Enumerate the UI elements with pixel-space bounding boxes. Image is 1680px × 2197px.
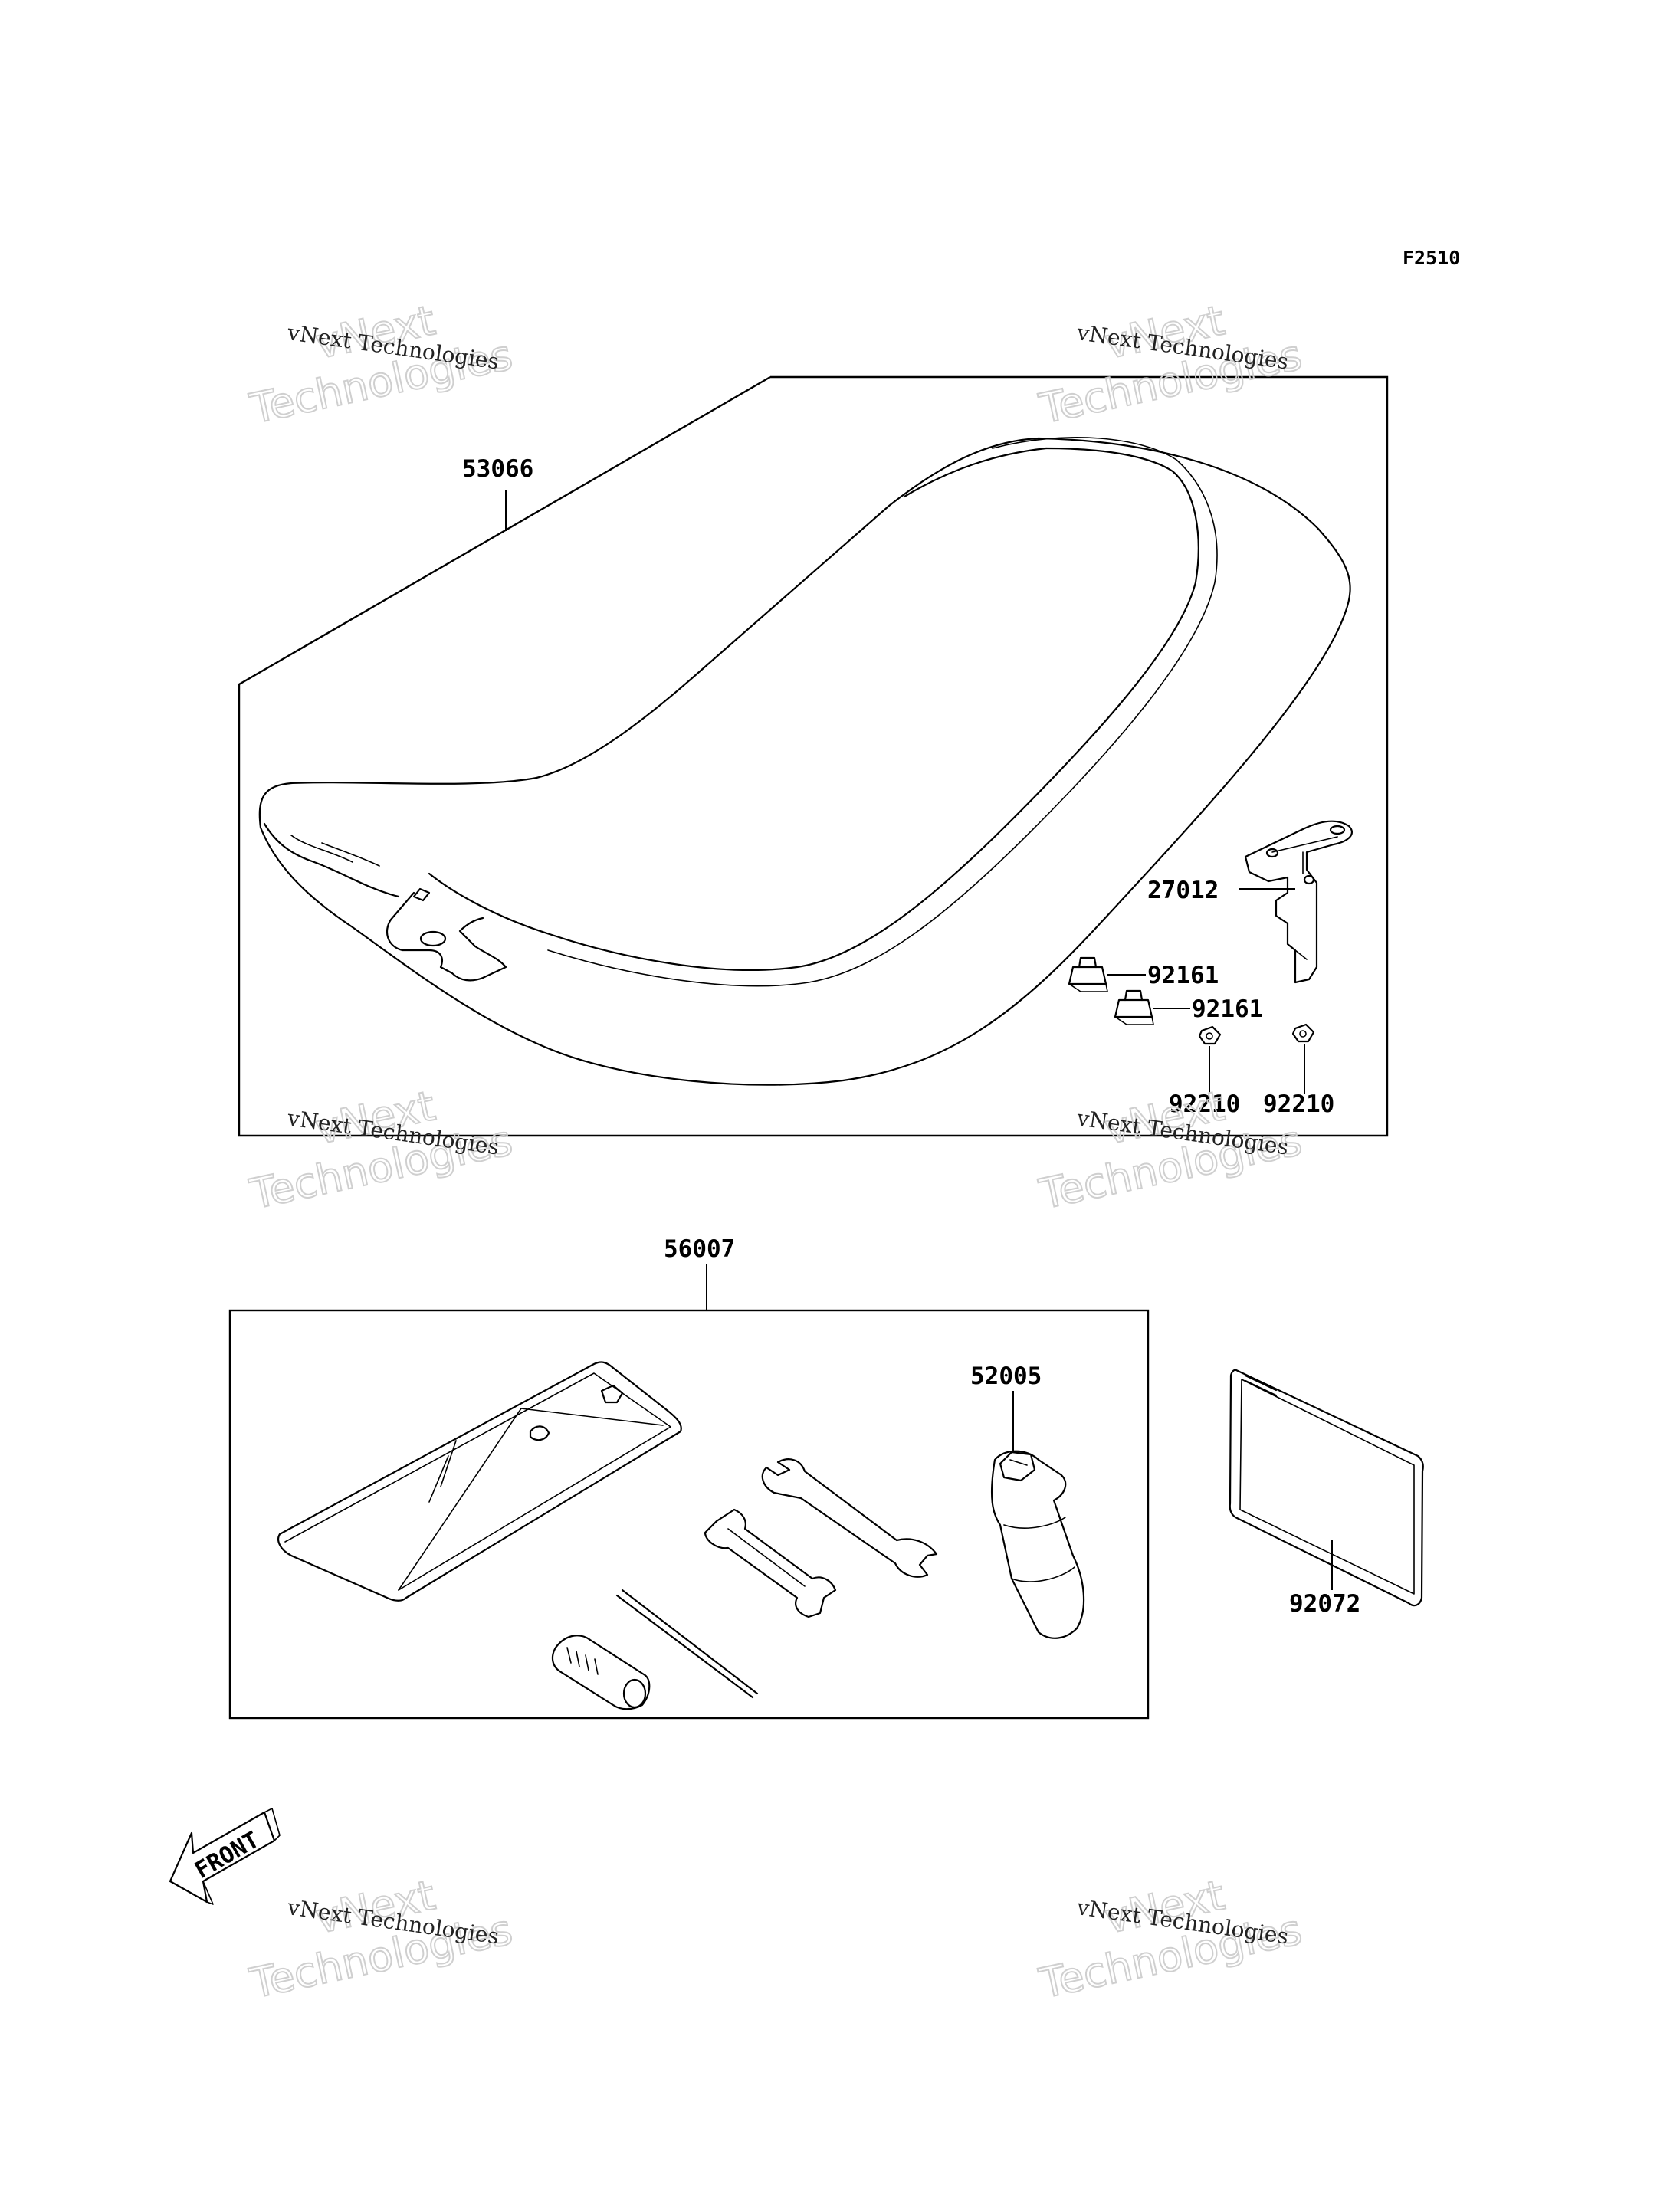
- part-label-92072[interactable]: 92072: [1289, 1590, 1360, 1618]
- grip-tool-52005: [990, 1450, 1085, 1639]
- part-label-56007[interactable]: 56007: [664, 1235, 735, 1263]
- part-label-92161-b[interactable]: 92161: [1192, 995, 1263, 1023]
- part-label-27012[interactable]: 27012: [1147, 877, 1219, 904]
- front-marker-text: FRONT: [191, 1826, 264, 1884]
- small-grip: [551, 1635, 651, 1710]
- manual-card-92072: [1229, 1369, 1424, 1607]
- front-direction-marker: FRONT: [169, 1808, 281, 1905]
- tool-bag: [277, 1361, 682, 1602]
- box-wrench: [704, 1508, 837, 1618]
- bracket-27012: [1244, 820, 1353, 984]
- damper-92161-b: [1114, 989, 1154, 1025]
- nut-92210-a: [1198, 1025, 1222, 1045]
- nut-92210-b: [1291, 1023, 1315, 1043]
- part-label-53066[interactable]: 53066: [462, 455, 533, 483]
- tool-kit-frame: [228, 1309, 1150, 1720]
- rod: [615, 1589, 759, 1699]
- damper-92161-a: [1068, 956, 1108, 992]
- figure-code: F2510: [1403, 247, 1460, 269]
- seat-assembly-frame: [238, 375, 1389, 1137]
- part-label-92210-b[interactable]: 92210: [1263, 1090, 1334, 1118]
- part-label-92210-a[interactable]: 92210: [1169, 1090, 1240, 1118]
- part-label-52005[interactable]: 52005: [970, 1362, 1042, 1390]
- seat-drawing: [258, 437, 1351, 1086]
- wrench: [761, 1458, 938, 1578]
- part-label-92161-a[interactable]: 92161: [1147, 962, 1219, 989]
